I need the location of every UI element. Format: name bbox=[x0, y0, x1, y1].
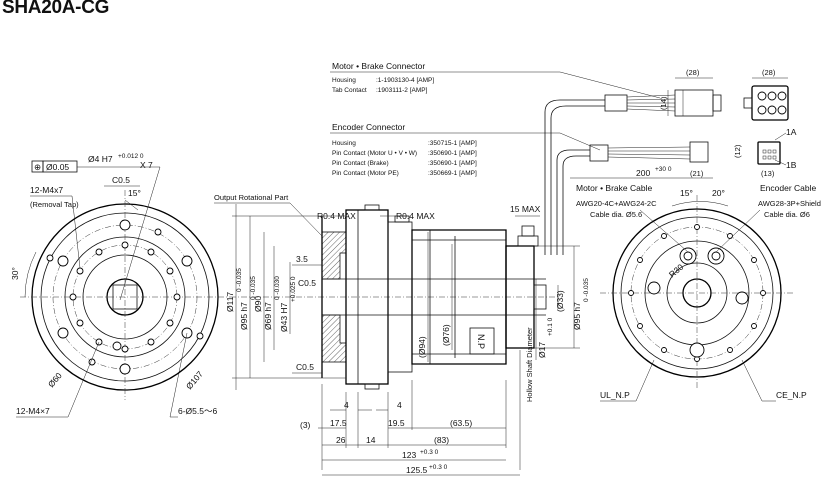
dia-90: Ø90 bbox=[253, 296, 263, 312]
dia-107-label: Ø107 bbox=[184, 369, 205, 392]
dim-123: 123 bbox=[402, 450, 416, 460]
motor-cable-label: Motor • Brake Cable bbox=[576, 183, 652, 193]
dim-200: 200 bbox=[636, 168, 650, 178]
dia-76: (Ø76) bbox=[441, 324, 451, 346]
dia-117: Ø117 bbox=[225, 292, 235, 312]
dim-21: (21) bbox=[690, 169, 704, 178]
pin-1b-label: 1B bbox=[786, 160, 797, 170]
dim-200-tol: +30 0 bbox=[655, 166, 672, 173]
pin-hole-spec: Ø4 H7 bbox=[88, 154, 113, 164]
c05-bottom: C0.5 bbox=[296, 362, 314, 372]
pin-1a-label: 1A bbox=[786, 127, 797, 137]
dia-17: Ø17 bbox=[537, 342, 547, 358]
mounting-holes bbox=[57, 219, 193, 375]
dim-12: (12) bbox=[733, 144, 742, 158]
holes-label: 6-Ø5.5〜6 bbox=[178, 406, 217, 416]
dim-3-5: 3.5 bbox=[296, 254, 308, 264]
dia-60-label: Ø60 bbox=[46, 370, 64, 389]
dim-63-5: (63.5) bbox=[450, 418, 472, 428]
dim-15-max: 15 MAX bbox=[510, 204, 541, 214]
left-c05: C0.5 bbox=[112, 175, 130, 185]
encoder-connector-heading: Encoder Connector bbox=[332, 122, 405, 132]
left-angle-30: 30° bbox=[10, 267, 20, 280]
encoder-pin-uvw-label: Pin Contact (Motor U • V • W) bbox=[332, 150, 417, 157]
motor-housing-value: :1-1903130-4 [AMP] bbox=[376, 77, 434, 84]
left-angle-15: 15° bbox=[128, 188, 141, 198]
ce-np-label: CE_N.P bbox=[776, 390, 807, 400]
dia-95: Ø95 h7 bbox=[239, 302, 249, 330]
pin-hole-depth: X 7 bbox=[140, 160, 153, 170]
dim-125-5-tol: +0.3 0 bbox=[429, 464, 448, 471]
encoder-pin-uvw-value: :350690-1 [AMP] bbox=[428, 150, 477, 157]
motor-tab-contact-label: Tab Contact bbox=[332, 87, 367, 94]
motor-brake-connector-heading: Motor • Brake Connector bbox=[332, 61, 425, 71]
encoder-housing-value: :350715-1 [AMP] bbox=[428, 140, 477, 147]
dim-4-a: 4 bbox=[344, 400, 349, 410]
motor-cable-dia: Cable dia. Ø5.6 bbox=[590, 210, 642, 219]
pin-hole-tol: +0.012 0 bbox=[118, 153, 144, 160]
dim-28-end: (28) bbox=[762, 68, 776, 77]
encoder-cable-label: Encoder Cable bbox=[760, 183, 817, 193]
dim-28-connector: (28) bbox=[686, 68, 700, 77]
section-view: N.P 15 MAX Output Rotational Part R0.4 M… bbox=[214, 193, 590, 476]
motor-tab-contact-value: :1903111-2 [AMP] bbox=[376, 87, 428, 94]
motor-brake-connector-note: Motor • Brake Connector Housing :1-19031… bbox=[330, 61, 661, 99]
encoder-pin-brake-value: :350690-1 [AMP] bbox=[428, 160, 477, 167]
front-view-left: ⊕ Ø0.05 Ø4 H7 +0.012 0 X 7 C0.5 15° 12-M… bbox=[10, 153, 230, 418]
output-rotational-part-label: Output Rotational Part bbox=[214, 193, 289, 202]
dia-43-tol: +0.025 0 bbox=[290, 276, 297, 302]
dia-17-tol: +0.1 0 bbox=[547, 317, 554, 336]
dia-69-tol: 0 -0.030 bbox=[274, 276, 281, 300]
dia-117-tol: 0 -0.035 bbox=[236, 268, 243, 292]
encoder-housing-label: Housing bbox=[332, 140, 356, 147]
rear-angle-15: 15° bbox=[680, 188, 693, 198]
tap-label-bottom: 12-M4×7 bbox=[16, 406, 50, 416]
np-plate-label: N.P bbox=[476, 334, 486, 349]
dia-33: (Ø33) bbox=[555, 290, 565, 312]
r30-label: R30 bbox=[667, 262, 686, 280]
encoder-cable-dia: Cable dia. Ø6 bbox=[764, 210, 810, 219]
motor-cable-spec: AWG20-4C+AWG24-2C bbox=[576, 199, 657, 208]
encoder-pin-pe-label: Pin Contact (Motor PE) bbox=[332, 170, 399, 177]
ul-np-label: UL_N.P bbox=[600, 390, 630, 400]
tap-label-top: 12-M4x7 bbox=[30, 185, 63, 195]
motor-connector-end-view: (28) bbox=[743, 68, 789, 121]
rear-holes bbox=[628, 224, 766, 362]
dia-43: Ø43 H7 bbox=[279, 302, 289, 332]
dim-83: (83) bbox=[434, 435, 449, 445]
drawing-title: SHA20A-CG bbox=[2, 0, 110, 18]
rear-view-right: R30 Motor • Brake Cable AWG20-4C+AWG24-2… bbox=[576, 183, 821, 402]
dia-94: (Ø94) bbox=[417, 336, 427, 358]
dia-95-tol: 0 -0.035 bbox=[250, 276, 257, 300]
hollow-shaft-label: Hollow Shaft Diameter bbox=[525, 327, 534, 402]
encoder-cable-spec: AWG28-3P+Shield bbox=[758, 199, 821, 208]
dia-69: Ø69 h7 bbox=[263, 302, 273, 330]
encoder-pin-pe-value: :350669-1 [AMP] bbox=[428, 170, 477, 177]
dim-123-tol: +0.3 0 bbox=[420, 449, 439, 456]
encoder-pin-brake-label: Pin Contact (Brake) bbox=[332, 160, 389, 167]
dim-4-b: 4 bbox=[397, 400, 402, 410]
dim-19-5: 19.5 bbox=[388, 418, 405, 428]
dim-13: (13) bbox=[761, 169, 775, 178]
dim-125-5: 125.5 bbox=[406, 465, 428, 475]
position-tolerance-value: Ø0.05 bbox=[46, 162, 69, 172]
dia-95-right: Ø95 h7 bbox=[572, 302, 582, 330]
dim-3: (3) bbox=[300, 420, 311, 430]
encoder-connector-end-view: 1A 1B (12) (13) bbox=[733, 127, 797, 178]
encoder-connector-note: Encoder Connector Housing :350715-1 [AMP… bbox=[330, 122, 601, 177]
dim-17-5: 17.5 bbox=[330, 418, 347, 428]
dim-14-b: 14 bbox=[366, 435, 376, 445]
dim-14: (14) bbox=[659, 96, 668, 110]
r04-right: R0.4 MAX bbox=[396, 211, 435, 221]
tap-note: (Removal Tap) bbox=[30, 200, 79, 209]
cable-assembly: (28) (14) (21) 200 +30 0 bbox=[544, 68, 722, 255]
dim-26: 26 bbox=[336, 435, 346, 445]
dia-95-right-tol: 0 -0.035 bbox=[583, 278, 590, 302]
position-tolerance-symbol: ⊕ bbox=[34, 162, 41, 172]
c05-top: C0.5 bbox=[298, 278, 316, 288]
motor-housing-label: Housing bbox=[332, 77, 356, 84]
rear-angle-20: 20° bbox=[712, 188, 725, 198]
